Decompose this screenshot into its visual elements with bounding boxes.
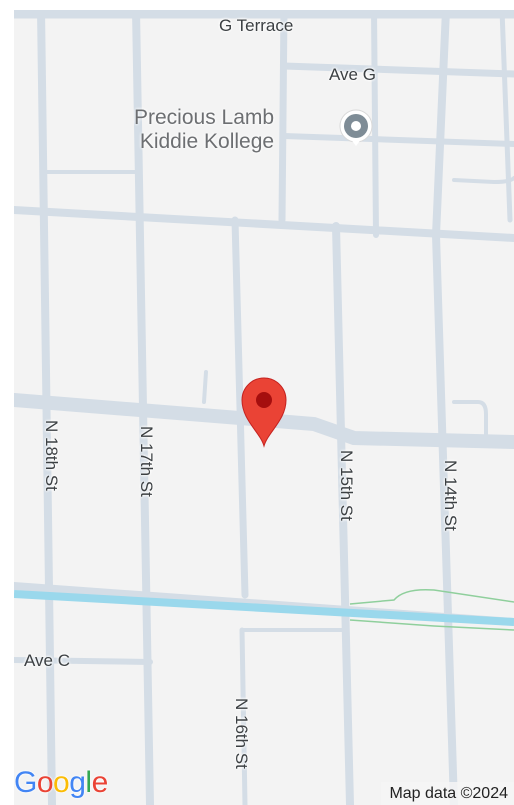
- poi-label-line2: Kiddie Kollege: [139, 130, 275, 153]
- red-location-pin-icon[interactable]: [236, 372, 292, 448]
- street-label-ave-g: Ave G: [329, 65, 376, 84]
- map-canvas[interactable]: G Terrace Ave G N 18th St N 17th St N 15…: [14, 10, 514, 805]
- street-label-g-terrace: G Terrace: [219, 16, 294, 35]
- road-n-14th: [431, 10, 458, 805]
- road-curve-right: [452, 400, 488, 442]
- street-label-n-18th: N 18th St: [42, 420, 61, 491]
- google-logo[interactable]: Google: [14, 766, 108, 800]
- poi-label-line1: Precious Lamb: [134, 106, 275, 129]
- road-n-16th: [239, 627, 248, 805]
- street-label-n-16th: N 16th St: [232, 698, 251, 769]
- google-logo-letter: o: [36, 766, 54, 799]
- road-main-avenue: [14, 393, 514, 449]
- google-logo-letter: l: [85, 766, 92, 799]
- street-label-n-14th: N 14th St: [441, 460, 460, 531]
- street-label-n-15th: N 15th St: [337, 450, 356, 521]
- map-roads-layer: [14, 10, 514, 805]
- road-mid-a: [231, 216, 249, 599]
- google-logo-letter: G: [14, 766, 37, 799]
- road-ave-c: [14, 657, 153, 665]
- google-logo-letter: g: [69, 766, 86, 799]
- road-main-upper: [14, 206, 514, 242]
- trail-line-2: [349, 619, 514, 631]
- road-far-right: [499, 10, 513, 223]
- road-minor-top: [281, 133, 514, 147]
- google-logo-letter: o: [53, 766, 70, 799]
- road-stub: [202, 370, 208, 404]
- road-upper-right: [371, 10, 379, 238]
- street-label-n-17th: N 17th St: [137, 426, 156, 497]
- map-attribution[interactable]: Map data ©2024: [381, 782, 514, 805]
- poi-label[interactable]: Precious Lamb Kiddie Kollege: [134, 106, 274, 154]
- google-logo-letter: e: [91, 766, 109, 799]
- road-ave-g: [280, 62, 514, 78]
- road-curve-upper: [452, 176, 514, 185]
- trail-line-1: [349, 588, 514, 605]
- canal-water: [14, 590, 514, 626]
- road-n-15th: [332, 222, 354, 805]
- school-place-icon[interactable]: [338, 108, 374, 148]
- road-mid-top: [278, 10, 288, 224]
- street-label-ave-c: Ave C: [24, 651, 70, 670]
